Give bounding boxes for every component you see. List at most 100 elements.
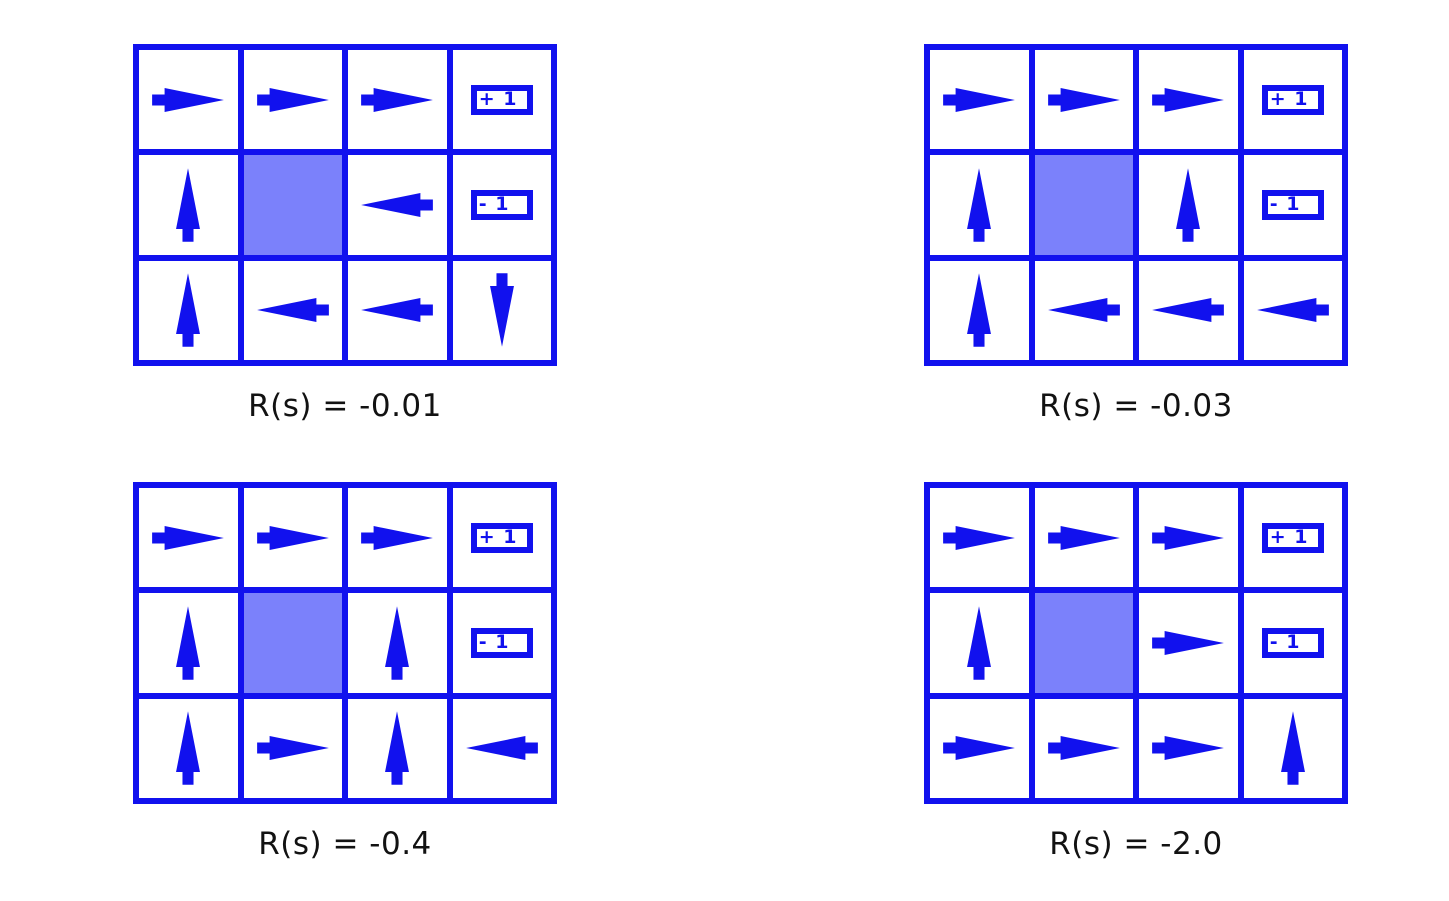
- right-arrow-icon: [940, 515, 1018, 561]
- blocked-cell: [1034, 155, 1133, 255]
- right-arrow-icon: [1149, 725, 1227, 771]
- right-arrow-icon: [358, 77, 436, 123]
- policy-cell-right: [1034, 50, 1133, 150]
- policy-cell-right: [1139, 50, 1238, 150]
- policy-cell-right: [139, 50, 238, 150]
- policy-cell-right: [1139, 593, 1238, 693]
- right-arrow-icon: [1149, 77, 1227, 123]
- policy-cell-left: [348, 155, 447, 255]
- terminal-box-negative: - 1: [1261, 627, 1324, 658]
- up-arrow-icon: [374, 603, 420, 683]
- policy-cell-right: [930, 488, 1029, 588]
- right-arrow-icon: [254, 515, 332, 561]
- up-arrow-icon: [956, 165, 1002, 245]
- blocked-cell: [243, 593, 342, 693]
- left-arrow-icon: [1254, 287, 1332, 333]
- blocked-cell: [1034, 593, 1133, 693]
- terminal-box-positive: + 1: [1261, 84, 1324, 115]
- left-arrow-icon: [254, 287, 332, 333]
- policy-grid: + 1 - 1: [924, 482, 1348, 804]
- terminal-box-negative: - 1: [470, 627, 533, 658]
- right-arrow-icon: [1149, 620, 1227, 666]
- policy-cell-up: [1243, 698, 1342, 798]
- policy-cell-left: [1139, 260, 1238, 360]
- terminal-box-positive: + 1: [470, 522, 533, 553]
- policy-cell-right: [930, 50, 1029, 150]
- terminal-cell-negative: - 1: [1243, 155, 1342, 255]
- terminal-cell-negative: - 1: [452, 155, 551, 255]
- left-arrow-icon: [463, 725, 541, 771]
- terminal-box-positive: + 1: [1261, 522, 1324, 553]
- up-arrow-icon: [165, 165, 211, 245]
- terminal-label-positive: + 1: [1269, 88, 1309, 111]
- terminal-label-negative: - 1: [1269, 193, 1301, 216]
- up-arrow-icon: [1165, 165, 1211, 245]
- right-arrow-icon: [1045, 515, 1123, 561]
- terminal-cell-positive: + 1: [1243, 50, 1342, 150]
- terminal-box-negative: - 1: [1261, 189, 1324, 220]
- policy-cell-up: [930, 593, 1029, 693]
- right-arrow-icon: [1045, 725, 1123, 771]
- policy-cell-right: [348, 50, 447, 150]
- up-arrow-icon: [956, 603, 1002, 683]
- policy-cell-right: [139, 488, 238, 588]
- up-arrow-icon: [165, 708, 211, 788]
- panel-caption: R(s) = -0.4: [258, 826, 432, 862]
- right-arrow-icon: [254, 77, 332, 123]
- policy-cell-right: [243, 488, 342, 588]
- right-arrow-icon: [254, 725, 332, 771]
- policy-cell-right: [1034, 488, 1133, 588]
- policy-cell-right: [930, 698, 1029, 798]
- terminal-cell-negative: - 1: [452, 593, 551, 693]
- policy-cell-up: [139, 698, 238, 798]
- right-arrow-icon: [940, 725, 1018, 771]
- terminal-box-positive: + 1: [470, 84, 533, 115]
- terminal-label-positive: + 1: [478, 526, 518, 549]
- right-arrow-icon: [149, 515, 227, 561]
- terminal-cell-positive: + 1: [452, 488, 551, 588]
- terminal-box-negative: - 1: [470, 189, 533, 220]
- policy-cell-up: [139, 155, 238, 255]
- policy-cell-right: [243, 698, 342, 798]
- policy-grid: + 1 - 1: [133, 44, 557, 366]
- policy-cell-up: [930, 155, 1029, 255]
- policy-grid: + 1 - 1: [133, 482, 557, 804]
- policy-grid: + 1 - 1: [924, 44, 1348, 366]
- up-arrow-icon: [956, 270, 1002, 350]
- policy-cell-up: [348, 698, 447, 798]
- policy-cell-up: [139, 260, 238, 360]
- terminal-label-positive: + 1: [478, 88, 518, 111]
- terminal-label-negative: - 1: [1269, 631, 1301, 654]
- up-arrow-icon: [165, 270, 211, 350]
- policy-cell-up: [139, 593, 238, 693]
- down-arrow-icon: [479, 270, 525, 350]
- up-arrow-icon: [1270, 708, 1316, 788]
- policy-cell-right: [1034, 698, 1133, 798]
- left-arrow-icon: [358, 182, 436, 228]
- policy-cell-left: [1034, 260, 1133, 360]
- up-arrow-icon: [374, 708, 420, 788]
- policy-cell-left: [1243, 260, 1342, 360]
- policy-cell-right: [348, 488, 447, 588]
- policy-cell-left: [348, 260, 447, 360]
- terminal-label-negative: - 1: [478, 631, 510, 654]
- panel-caption: R(s) = -2.0: [1049, 826, 1223, 862]
- right-arrow-icon: [358, 515, 436, 561]
- policy-cell-down: [452, 260, 551, 360]
- blocked-cell: [243, 155, 342, 255]
- terminal-cell-positive: + 1: [452, 50, 551, 150]
- terminal-cell-negative: - 1: [1243, 593, 1342, 693]
- terminal-label-negative: - 1: [478, 193, 510, 216]
- right-arrow-icon: [1149, 515, 1227, 561]
- left-arrow-icon: [1149, 287, 1227, 333]
- policy-cell-right: [1139, 488, 1238, 588]
- right-arrow-icon: [940, 77, 1018, 123]
- panel-caption: R(s) = -0.03: [1039, 388, 1233, 424]
- policy-cell-left: [452, 698, 551, 798]
- left-arrow-icon: [1045, 287, 1123, 333]
- policy-cell-left: [243, 260, 342, 360]
- policy-cell-up: [1139, 155, 1238, 255]
- right-arrow-icon: [1045, 77, 1123, 123]
- right-arrow-icon: [149, 77, 227, 123]
- policy-cell-right: [243, 50, 342, 150]
